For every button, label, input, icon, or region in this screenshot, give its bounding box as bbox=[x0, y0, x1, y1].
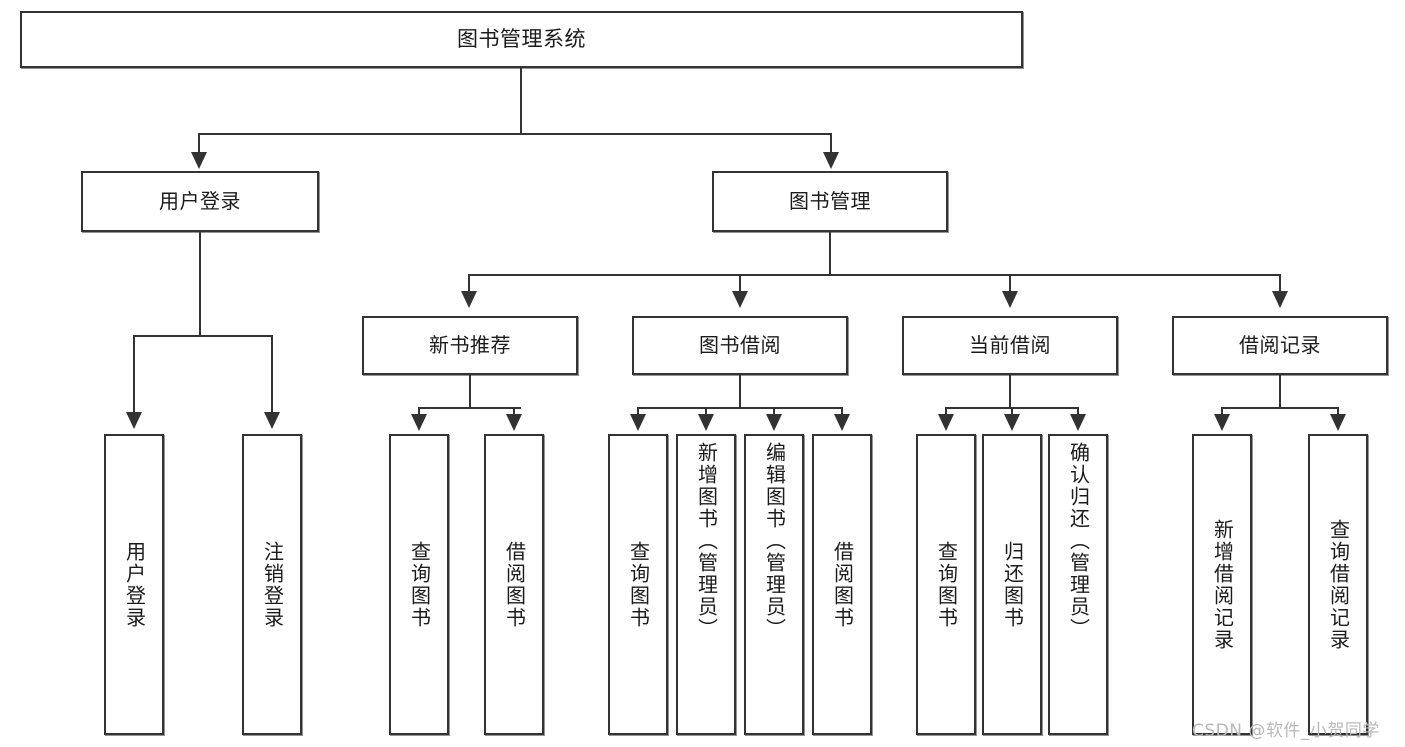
leaf-user-login-1[interactable]: 注销登录 bbox=[242, 434, 302, 735]
arrow-bm-to-borrow-record bbox=[1272, 291, 1288, 308]
arrow-bb-to-leaf-3 bbox=[834, 414, 850, 431]
leaf-book-borrow-1[interactable]: 新增图书（管理员） bbox=[676, 434, 736, 735]
connector-nbr-trunk bbox=[469, 375, 471, 408]
node-label: 当前借阅 bbox=[969, 332, 1051, 357]
connector-br-to-leaf-0 bbox=[1221, 407, 1223, 417]
node-label: 借阅记录 bbox=[1239, 332, 1321, 357]
node-label: 借阅图书 bbox=[830, 540, 855, 629]
node-label: 图书管理系统 bbox=[457, 27, 586, 52]
leaf-current-borrow-0[interactable]: 查询图书 bbox=[916, 434, 976, 735]
leaf-user-login-0[interactable]: 用户登录 bbox=[104, 434, 164, 735]
connector-root-to-user-login bbox=[198, 133, 200, 155]
arrow-cb-to-leaf-0 bbox=[938, 414, 954, 431]
connector-book-management-trunk bbox=[829, 232, 831, 275]
node-borrow-record[interactable]: 借阅记录 bbox=[1172, 316, 1388, 375]
connector-cb-trunk bbox=[1009, 375, 1011, 408]
connector-root-to-book-manage bbox=[830, 133, 832, 155]
connector-nbr-to-leaf-0 bbox=[418, 407, 420, 417]
leaf-new-book-recommend-1[interactable]: 借阅图书 bbox=[484, 434, 544, 735]
connector-bm-to-new-book bbox=[468, 274, 470, 294]
arrow-br-to-leaf-1 bbox=[1330, 414, 1346, 431]
connector-bb-to-leaf-3 bbox=[841, 407, 843, 417]
node-label: 查询图书 bbox=[407, 540, 432, 629]
leaf-current-borrow-2[interactable]: 确认归还（管理员） bbox=[1048, 434, 1108, 735]
connector-bm-to-borrow-record bbox=[1279, 274, 1281, 294]
connector-bm-to-book-borrow bbox=[739, 274, 741, 294]
arrow-user-login-to-leaf-0 bbox=[126, 412, 142, 429]
connector-user-login-to-leaf-1 bbox=[271, 335, 273, 415]
arrow-root-to-user-login bbox=[191, 152, 207, 169]
arrow-nbr-to-leaf-0 bbox=[411, 414, 427, 431]
connector-book-management-bar bbox=[468, 274, 1280, 276]
connector-bb-bar bbox=[637, 407, 841, 409]
connector-bb-trunk bbox=[739, 375, 741, 408]
connector-user-login-to-leaf-0 bbox=[133, 335, 135, 415]
node-user-login[interactable]: 用户登录 bbox=[81, 171, 319, 232]
node-root-system[interactable]: 图书管理系统 bbox=[20, 11, 1023, 68]
node-label: 确认归还（管理员） bbox=[1066, 442, 1091, 640]
node-label: 归还图书 bbox=[1000, 540, 1025, 629]
connector-cb-to-leaf-0 bbox=[945, 407, 947, 417]
watermark-text: CSDN @软件_小贺同学 bbox=[1192, 721, 1380, 741]
connector-bb-to-leaf-2 bbox=[773, 407, 775, 417]
node-label: 用户登录 bbox=[159, 188, 241, 213]
connector-br-to-leaf-1 bbox=[1337, 407, 1339, 417]
arrow-cb-to-leaf-2 bbox=[1070, 414, 1086, 431]
connector-cb-to-leaf-2 bbox=[1077, 407, 1079, 417]
leaf-borrow-record-0[interactable]: 新增借阅记录 bbox=[1192, 434, 1252, 735]
arrow-bm-to-new-book bbox=[461, 291, 477, 308]
arrow-bm-to-current-borrow bbox=[1002, 291, 1018, 308]
connector-cb-to-leaf-1 bbox=[1011, 407, 1013, 417]
connector-bb-to-leaf-0 bbox=[637, 407, 639, 417]
connector-br-trunk bbox=[1279, 375, 1281, 408]
connector-root-bar bbox=[198, 133, 832, 135]
arrow-bb-to-leaf-0 bbox=[630, 414, 646, 431]
node-current-borrow[interactable]: 当前借阅 bbox=[902, 316, 1118, 375]
node-label: 图书借阅 bbox=[699, 332, 781, 357]
arrow-bb-to-leaf-2 bbox=[766, 414, 782, 431]
node-label: 图书管理 bbox=[789, 188, 871, 213]
arrow-cb-to-leaf-1 bbox=[1004, 414, 1020, 431]
arrow-bb-to-leaf-1 bbox=[698, 414, 714, 431]
connector-bb-to-leaf-1 bbox=[705, 407, 707, 417]
node-label: 新增图书（管理员） bbox=[694, 442, 719, 640]
leaf-book-borrow-0[interactable]: 查询图书 bbox=[608, 434, 668, 735]
node-label: 查询借阅记录 bbox=[1326, 518, 1351, 651]
node-label: 借阅图书 bbox=[502, 540, 527, 629]
leaf-borrow-record-1[interactable]: 查询借阅记录 bbox=[1308, 434, 1368, 735]
connector-user-login-trunk bbox=[199, 232, 201, 336]
leaf-book-borrow-2[interactable]: 编辑图书（管理员） bbox=[744, 434, 804, 735]
node-label: 新书推荐 bbox=[429, 332, 511, 357]
connector-nbr-to-leaf-1 bbox=[513, 407, 515, 417]
node-label: 注销登录 bbox=[260, 540, 285, 629]
node-label: 查询图书 bbox=[626, 540, 651, 629]
connector-bm-to-current-borrow bbox=[1009, 274, 1011, 294]
leaf-current-borrow-1[interactable]: 归还图书 bbox=[982, 434, 1042, 735]
leaf-new-book-recommend-0[interactable]: 查询图书 bbox=[389, 434, 449, 735]
arrow-nbr-to-leaf-1 bbox=[506, 414, 522, 431]
connector-root-trunk bbox=[520, 68, 522, 134]
connector-user-login-bar bbox=[133, 335, 273, 337]
node-new-book-recommend[interactable]: 新书推荐 bbox=[362, 316, 578, 375]
arrow-root-to-book-manage bbox=[823, 152, 839, 169]
arrow-br-to-leaf-0 bbox=[1214, 414, 1230, 431]
node-label: 编辑图书（管理员） bbox=[762, 442, 787, 640]
arrow-user-login-to-leaf-1 bbox=[264, 412, 280, 429]
node-book-management[interactable]: 图书管理 bbox=[712, 171, 948, 232]
connector-nbr-bar bbox=[418, 407, 521, 409]
leaf-book-borrow-3[interactable]: 借阅图书 bbox=[812, 434, 872, 735]
node-label: 新增借阅记录 bbox=[1210, 518, 1235, 651]
node-label: 用户登录 bbox=[122, 540, 147, 629]
node-label: 查询图书 bbox=[934, 540, 959, 629]
node-book-borrow[interactable]: 图书借阅 bbox=[632, 316, 848, 375]
arrow-bm-to-book-borrow bbox=[732, 291, 748, 308]
connector-br-bar bbox=[1221, 407, 1339, 409]
